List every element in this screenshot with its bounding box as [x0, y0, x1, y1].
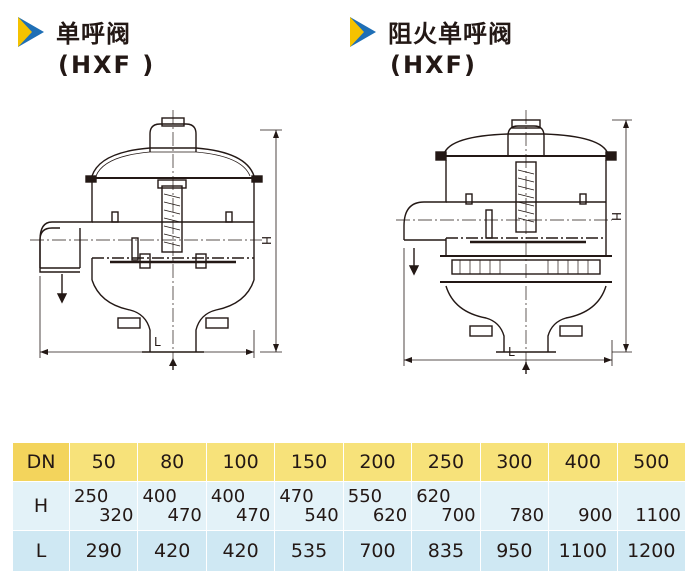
- h-cell: 900: [549, 482, 616, 530]
- h-value-top: 400: [210, 486, 246, 507]
- l-row: L 290 420 420 535 700 835 950 1100 1200: [12, 530, 686, 572]
- h-value-bottom: 780: [509, 505, 545, 526]
- h-value-top: 470: [279, 486, 314, 507]
- title-flame-hxf: 阻火单呼阀 (HXF): [348, 14, 513, 79]
- l-cell: 535: [274, 530, 344, 572]
- dimension-table: DN 50 80 100 150 200 250 300 400 500 H 2…: [12, 442, 686, 572]
- h-cell: 1100: [618, 482, 686, 530]
- title-hxf: 单呼阀 (HXF ): [16, 14, 155, 79]
- dimension-l-right: L: [508, 345, 515, 359]
- dn-cell: 50: [68, 442, 139, 482]
- triangle-arrow-icon: [350, 16, 376, 47]
- dn-cell: 150: [274, 442, 344, 482]
- h-value-bottom: 320: [99, 505, 134, 526]
- h-value-bottom: 470: [235, 505, 271, 526]
- valve-drawings: H L H L: [30, 110, 632, 374]
- l-cell: 1100: [548, 530, 618, 572]
- h-value-top: 400: [142, 486, 177, 507]
- product-name: 阻火单呼阀: [388, 20, 513, 48]
- h-value-bottom: 620: [372, 505, 408, 526]
- h-cell: 780: [481, 482, 548, 530]
- l-cell: 290: [68, 530, 139, 572]
- dn-cell: 400: [548, 442, 618, 482]
- h-value-top: 620: [416, 486, 451, 507]
- l-label: L: [12, 530, 70, 572]
- h-value-top: 550: [347, 486, 383, 507]
- h-value-bottom: 1100: [635, 505, 681, 526]
- triangle-arrow-icon: [18, 16, 44, 47]
- dimension-l-left: L: [154, 335, 161, 349]
- l-cell: 420: [137, 530, 207, 572]
- dn-cell: 100: [205, 442, 276, 482]
- l-cell: 1200: [616, 530, 686, 572]
- dn-row: DN 50 80 100 150 200 250 300 400 500: [12, 442, 686, 482]
- l-cell: 950: [479, 530, 550, 572]
- dn-cell: 300: [479, 442, 550, 482]
- dn-cell: 500: [616, 442, 686, 482]
- h-value-bottom: 900: [578, 505, 613, 526]
- l-cell: 700: [342, 530, 413, 572]
- dn-cell: 250: [411, 442, 481, 482]
- h-value-bottom: 540: [304, 505, 339, 526]
- breather-valve-drawing: [30, 110, 282, 370]
- h-label: H: [12, 481, 70, 531]
- dimension-h-right: H: [609, 212, 623, 221]
- product-name: 单呼阀: [56, 20, 131, 48]
- dn-cell: 80: [137, 442, 207, 482]
- product-model: (HXF ): [58, 51, 156, 79]
- h-value-bottom: 470: [167, 505, 202, 526]
- dn-label: DN: [12, 442, 70, 482]
- flame-arrester-valve-drawing: [396, 110, 632, 374]
- product-model: (HXF): [390, 51, 477, 79]
- h-value-bottom: 700: [441, 505, 476, 526]
- l-cell: 835: [411, 530, 481, 572]
- l-cell: 420: [205, 530, 276, 572]
- dn-cell: 200: [342, 442, 413, 482]
- h-value-top: 250: [74, 486, 109, 507]
- dimension-h-left: H: [259, 236, 273, 245]
